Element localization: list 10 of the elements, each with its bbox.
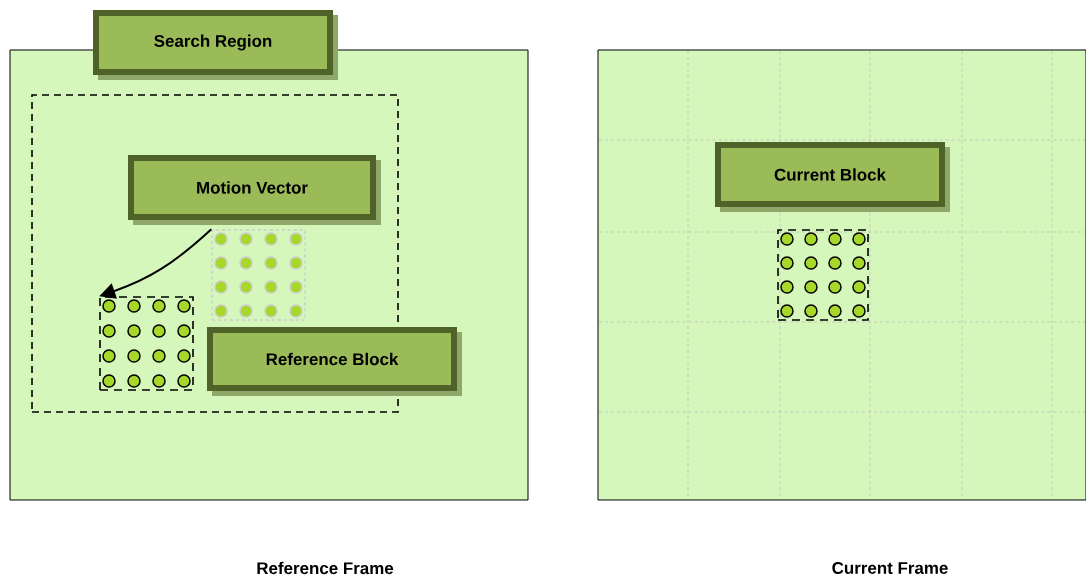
frame-title: Current Frame	[832, 562, 948, 574]
pixel-block	[211, 229, 306, 321]
label-box: Current Block	[715, 142, 950, 212]
pixel-block	[99, 296, 194, 391]
frame-title: Reference Frame	[257, 561, 394, 575]
label-box: Search Region	[93, 10, 338, 80]
label-box: Motion Vector	[128, 155, 381, 225]
search-region	[31, 94, 399, 413]
label-box: Reference Block	[207, 327, 462, 396]
pixel-block	[777, 229, 869, 321]
